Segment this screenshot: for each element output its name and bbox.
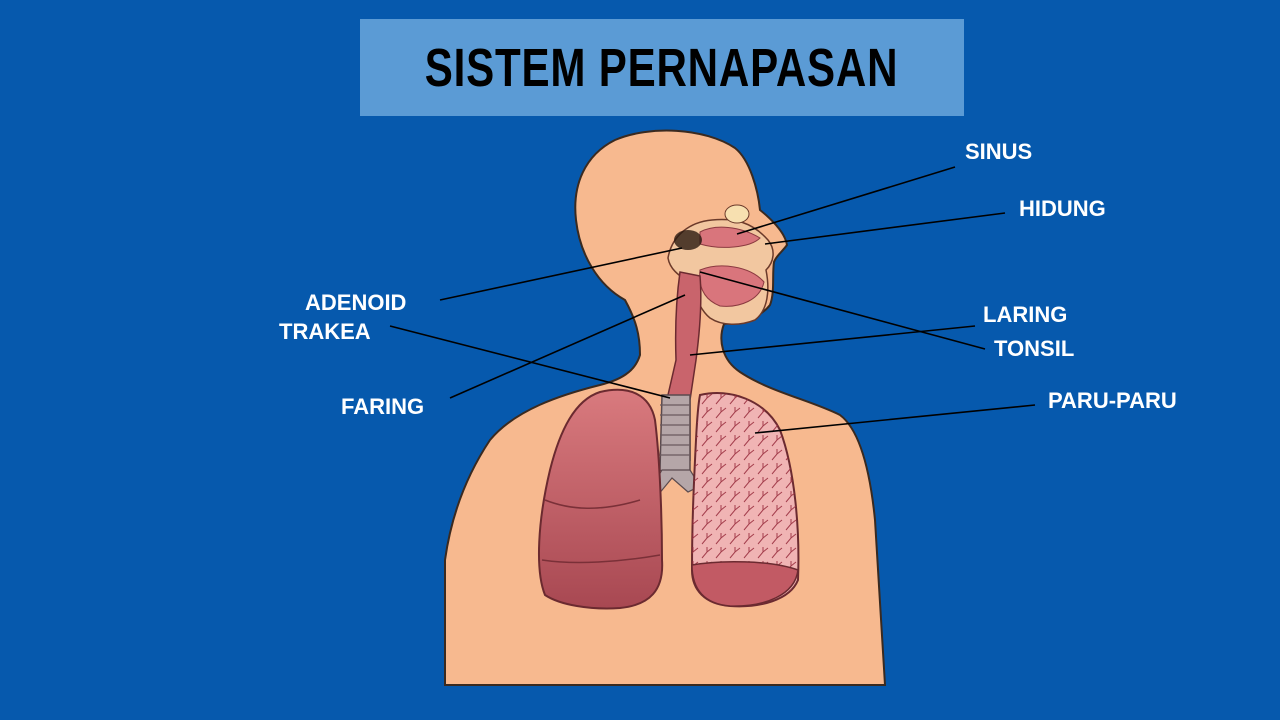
leader-adenoid <box>439 247 683 301</box>
leader-laring <box>689 325 976 356</box>
page-title: SISTEM PERNAPASAN <box>425 37 899 98</box>
label-tonsil: TONSIL <box>994 336 1075 361</box>
label-paru: PARU-PARU <box>1048 388 1177 413</box>
label-faring: FARING <box>341 394 425 419</box>
leader-hidung <box>764 212 1006 245</box>
label-hidung: HIDUNG <box>1019 196 1106 221</box>
label-sinus: SINUS <box>965 139 1033 164</box>
leader-faring <box>449 294 686 399</box>
leader-lines <box>389 166 1036 434</box>
leader-tonsil <box>699 271 986 350</box>
lung-left <box>537 388 664 610</box>
label-adenoid: ADENOID <box>305 290 407 315</box>
title-box: SISTEM PERNAPASAN <box>360 19 964 116</box>
label-trakea: TRAKEA <box>279 319 371 344</box>
lung-right <box>690 392 800 608</box>
leader-trakea <box>389 325 671 399</box>
label-laring: LARING <box>983 302 1068 327</box>
trachea <box>649 271 702 496</box>
leader-paru <box>754 404 1036 434</box>
leader-sinus <box>736 166 956 235</box>
